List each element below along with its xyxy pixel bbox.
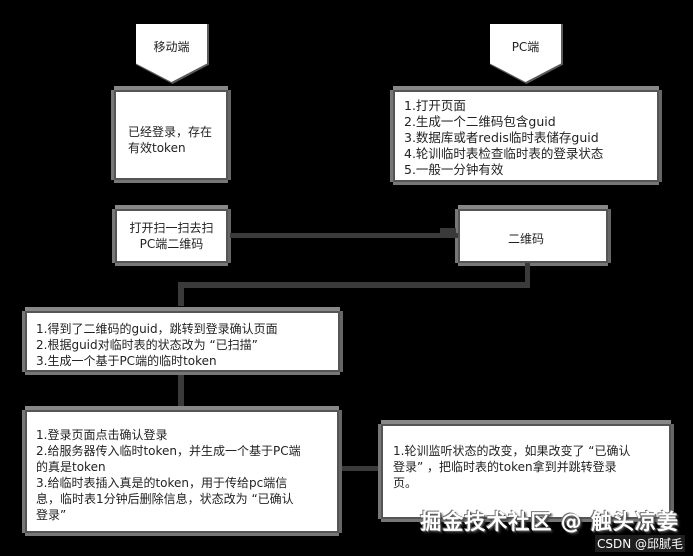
node-line: 2.生成一个二维码包含guid: [404, 114, 556, 129]
node-line: 4.轮训临时表检查临时表的登录状态: [404, 146, 604, 161]
node-line: 二维码: [508, 232, 545, 246]
node-line: 息，临时表1分钟后删除信息，状态改为 “已确认: [36, 492, 294, 506]
arrowhead-qrcode: [440, 228, 456, 236]
node-line: 登录” ，把临时表的token拿到并跳转登录: [393, 460, 617, 474]
edge-qrcode-horizontal: [178, 282, 530, 288]
watermark-main: 掘金技术社区 @ 触头凉姜: [420, 510, 679, 534]
node-line: 1.登录页面点击确认登录: [36, 428, 168, 442]
node-line: 3.生成一个基于PC端的临时token: [36, 354, 217, 368]
node-line: 2.根据guid对临时表的状态改为 “已扫描”: [36, 338, 258, 352]
node-line: 2.给服务器传入临时token，并生成一个基于PC端: [36, 444, 301, 458]
node-line: 的真是token: [36, 460, 106, 474]
node-line: 页。: [393, 476, 418, 490]
node-scanned-steps: 1.得到了二维码的guid，跳转到登录确认页面 2.根据guid对临时表的状态改…: [25, 311, 340, 372]
node-line: 已经登录，存在: [128, 125, 213, 139]
edge-scan-to-qrcode: [230, 233, 458, 238]
node-pc-steps: 1.打开页面 2.生成一个二维码包含guid 3.数据库或者redis临时表储存…: [393, 90, 659, 182]
node-line: 有效token: [128, 141, 186, 155]
mobile-lane-label: 移动端: [153, 40, 190, 54]
node-line: 3.给临时表插入真是的token，用于传给pc端信: [36, 476, 288, 490]
edge-scanned-to-confirm: [178, 375, 184, 409]
node-line: 1.轮训监听状态的改变，如果改变了 “已确认: [393, 444, 631, 458]
node-pc-poll: 1.轮训监听状态的改变，如果改变了 “已确认 登录” ，把临时表的token拿到…: [381, 424, 671, 519]
node-confirm-steps: 1.登录页面点击确认登录 2.给服务器传入临时token，并生成一个基于PC端 …: [25, 410, 339, 533]
node-scan-qrcode: 打开扫一扫去扫 PC端二维码: [115, 209, 228, 263]
pc-lane-header: PC端: [490, 24, 561, 82]
edge-to-scanned-steps: [178, 282, 184, 306]
node-qrcode: 二维码: [458, 209, 608, 263]
edge-qrcode-down: [525, 263, 530, 287]
node-line: 登录”: [36, 508, 67, 522]
node-line: 1.打开页面: [404, 98, 466, 113]
node-line: PC端二维码: [139, 237, 204, 251]
watermark-csdn: CSDN @邱腻毛: [594, 535, 685, 552]
node-line: 1.得到了二维码的guid，跳转到登录确认页面: [36, 322, 278, 336]
pc-lane-label: PC端: [511, 40, 540, 54]
node-line: 打开扫一扫去扫: [129, 221, 214, 235]
edge-confirm-to-pc-poll: [342, 466, 380, 471]
node-line: 3.数据库或者redis临时表储存guid: [404, 130, 599, 145]
node-mobile-logged-in: 已经登录，存在 有效token: [114, 90, 228, 180]
node-line: 5.一般一分钟有效: [404, 162, 504, 177]
mobile-lane-header: 移动端: [136, 24, 207, 82]
